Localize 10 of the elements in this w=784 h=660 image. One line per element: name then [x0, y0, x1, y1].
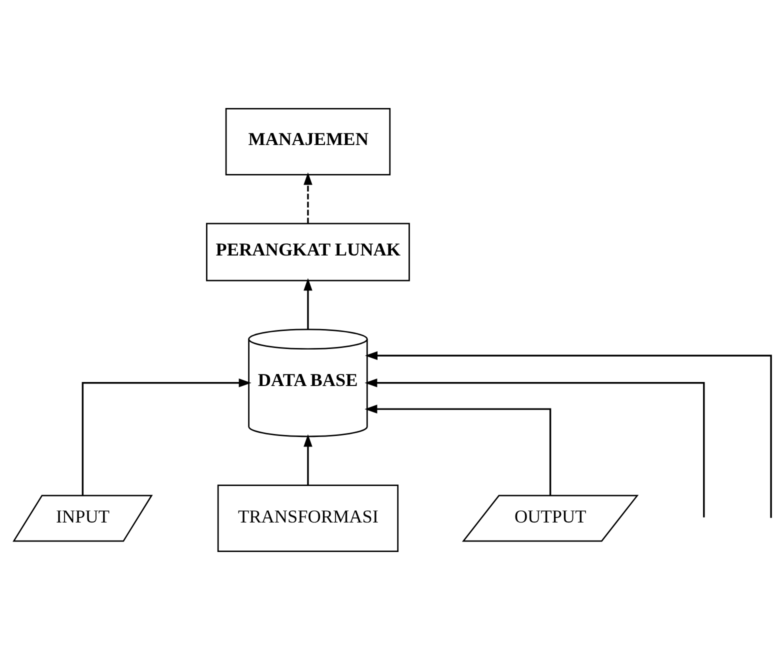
- arrow: [364, 378, 704, 518]
- arrow: [81, 378, 251, 496]
- arrow: [303, 434, 312, 486]
- node-box: TRANSFORMASI: [216, 484, 398, 552]
- arrow: [364, 351, 772, 518]
- node-box: MANAJEMEN: [224, 108, 390, 176]
- arrow: [303, 172, 312, 224]
- arrow: [303, 278, 312, 330]
- node-box: PERANGKAT LUNAK: [206, 222, 410, 282]
- arrow: [364, 404, 551, 496]
